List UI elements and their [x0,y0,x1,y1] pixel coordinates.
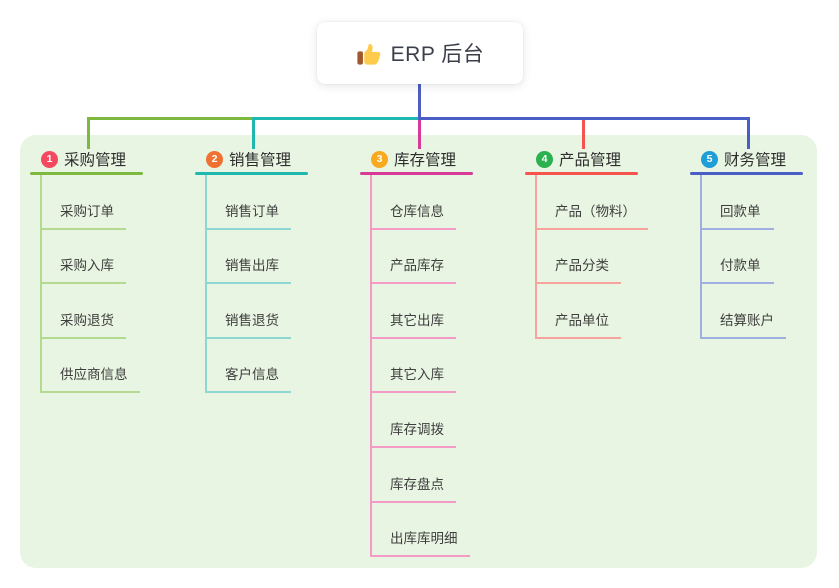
connector-branch-4-stub [581,116,585,149]
child-item[interactable]: 销售出库 [207,230,291,285]
connector-branch-1-h [86,116,255,120]
child-item[interactable]: 采购退货 [42,284,126,339]
child-item[interactable]: 其它入库 [372,339,456,394]
child-item[interactable]: 销售订单 [207,175,291,230]
child-item[interactable]: 销售退货 [207,284,291,339]
branch-label: 财务管理 [724,152,787,169]
child-item[interactable]: 其它出库 [372,284,456,339]
child-label: 产品分类 [555,258,609,274]
branch-number-badge: 3 [371,150,388,168]
branch-number-badge: 1 [41,150,58,168]
branch-number-badge: 4 [536,150,553,168]
branch-underline [195,172,308,175]
branch-title[interactable]: 5 财务管理 [690,146,803,172]
child-label: 付款单 [720,258,761,274]
branch-children: 仓库信息产品库存其它出库其它入库库存调拨库存盘点出库库明细 [370,175,473,558]
thumbs-up-icon [356,41,381,66]
branch-title[interactable]: 1 采购管理 [30,146,143,172]
branch-children: 销售订单销售出库销售退货客户信息 [205,175,308,394]
child-label: 其它入库 [390,367,444,383]
branch-label: 采购管理 [64,152,127,169]
branch-4: 4 产品管理产品（物料） 产品分类产品单位 [525,146,648,339]
child-label: 采购入库 [60,258,114,274]
branch-children: 回款单付款单结算账户 [700,175,803,339]
child-label: 结算账户 [720,312,774,328]
child-label: 客户信息 [225,367,279,383]
branch-title[interactable]: 4 产品管理 [525,146,648,172]
root-node[interactable]: ERP 后台 [317,22,523,84]
branch-label: 销售管理 [229,152,292,169]
branch-label: 库存管理 [394,152,457,169]
child-label: 产品库存 [390,258,444,274]
branch-1: 1 采购管理采购订单采购入库采购退货供应商信息 [30,146,143,394]
root-title: ERP 后台 [390,43,485,66]
child-item[interactable]: 仓库信息 [372,175,456,230]
connector-branch-5-h [417,116,750,120]
branch-children: 采购订单采购入库采购退货供应商信息 [40,175,143,394]
branch-underline [30,172,143,175]
child-item[interactable]: 结算账户 [702,284,786,339]
child-item[interactable]: 出库库明细 [372,503,470,558]
child-label: 销售退货 [225,312,279,328]
branch-underline [690,172,803,175]
child-label: 产品（物料） [555,203,636,219]
branch-2: 2 销售管理销售订单销售出库销售退货客户信息 [195,146,308,394]
branch-5: 5 财务管理回款单付款单结算账户 [690,146,803,339]
branch-number-badge: 5 [701,150,718,168]
branch-underline [360,172,473,175]
child-item[interactable]: 采购入库 [42,230,126,285]
child-label: 销售出库 [225,258,279,274]
child-label: 采购订单 [60,203,114,219]
child-item[interactable]: 回款单 [702,175,774,230]
child-label: 供应商信息 [60,367,128,383]
branch-underline [525,172,638,175]
branch-3: 3 库存管理仓库信息产品库存其它出库其它入库库存调拨库存盘点出库库明细 [360,146,473,558]
child-label: 回款单 [720,203,761,219]
child-item[interactable]: 供应商信息 [42,339,140,394]
child-label: 其它出库 [390,312,444,328]
child-item[interactable]: 库存盘点 [372,448,456,503]
child-label: 库存盘点 [390,476,444,492]
connector-branch-5-stub [746,116,750,149]
child-label: 采购退货 [60,312,114,328]
child-item[interactable]: 库存调拨 [372,393,456,448]
connector-root [417,84,421,118]
child-item[interactable]: 产品库存 [372,230,456,285]
child-item[interactable]: 客户信息 [207,339,291,394]
branch-title[interactable]: 3 库存管理 [360,146,473,172]
branch-title[interactable]: 2 销售管理 [195,146,308,172]
child-item[interactable]: 采购订单 [42,175,126,230]
child-label: 库存调拨 [390,421,444,437]
child-item[interactable]: 产品单位 [537,284,621,339]
child-item[interactable]: 产品（物料） [537,175,648,230]
connector-branch-2-h [251,116,421,120]
branch-label: 产品管理 [559,152,622,169]
child-label: 仓库信息 [390,203,444,219]
child-item[interactable]: 产品分类 [537,230,621,285]
child-item[interactable]: 付款单 [702,230,774,285]
connector-branch-1-stub [86,116,90,149]
branch-number-badge: 2 [206,150,223,168]
branch-children: 产品（物料） 产品分类产品单位 [535,175,648,339]
child-label: 出库库明细 [390,531,458,547]
connector-branch-3-stub [417,116,421,149]
child-label: 销售订单 [225,203,279,219]
connector-branch-2-stub [251,116,255,149]
child-label: 产品单位 [555,312,609,328]
branches-panel [20,135,817,568]
